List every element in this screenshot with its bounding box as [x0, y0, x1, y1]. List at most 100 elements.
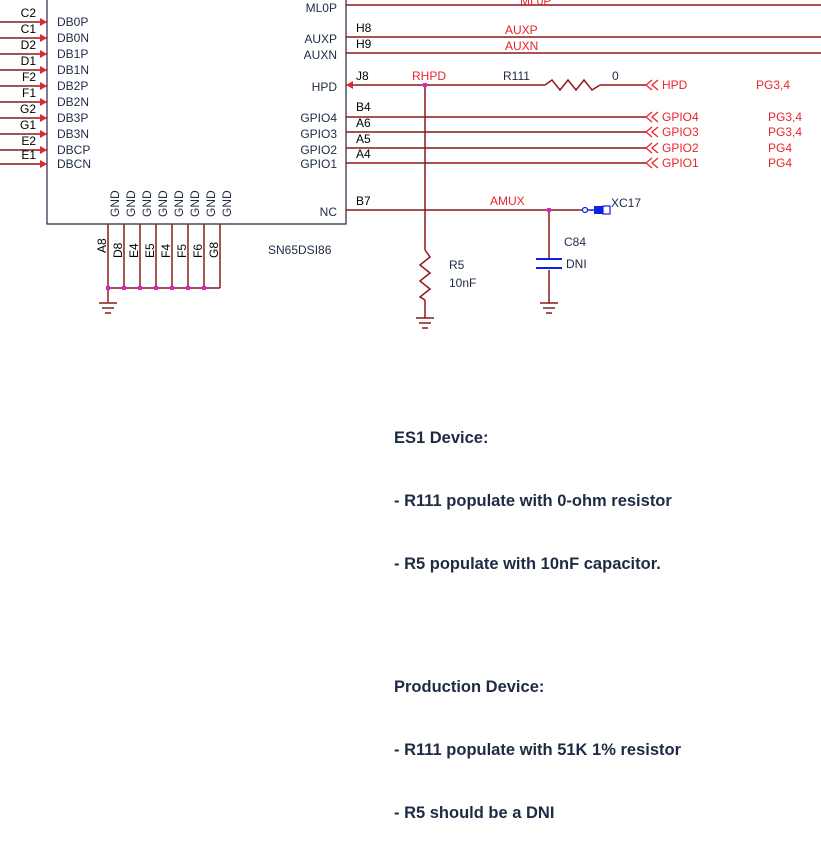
r5-value: 10nF: [449, 276, 476, 290]
ball-label: D2: [21, 38, 37, 52]
net-label-ml0: ML0P: [520, 0, 551, 8]
pin-name: DB3N: [57, 127, 89, 141]
ball-label: C2: [21, 6, 37, 20]
offpage-label-gpio3: GPIO3: [662, 125, 699, 139]
amux-junction-dot: [547, 208, 551, 212]
gnd-pin-name: GND: [140, 190, 154, 217]
rhpd-junction-dot: [423, 83, 427, 87]
pin-name: HPD: [312, 80, 338, 94]
page-ref-gpio3: PG3,4: [768, 125, 802, 139]
chip-outline: [46, 0, 347, 225]
ball-label: G8: [207, 242, 221, 258]
ball-label: A6: [356, 116, 371, 130]
ball-label: D1: [21, 54, 37, 68]
offpage-label-gpio1: GPIO1: [662, 156, 699, 170]
pin-name: NC: [320, 205, 338, 219]
ball-label: E1: [21, 148, 36, 162]
offpage-label-gpio2: GPIO2: [662, 141, 699, 155]
offpage-label-gpio4: GPIO4: [662, 110, 699, 124]
note-production-title: Production Device:: [394, 678, 545, 696]
gnd-pin-name: GND: [124, 190, 138, 217]
ball-label: H8: [356, 21, 372, 35]
c84-value: DNI: [566, 257, 587, 271]
left-pin-wires: [0, 21, 47, 165]
pin-name: GPIO1: [300, 157, 337, 171]
ball-label: B4: [356, 100, 371, 114]
ball-label: F6: [191, 244, 205, 258]
right-ball-labels: H8 H9 J8 B4 A6 A5 A4 B7: [356, 21, 372, 208]
net-label-auxn: AUXN: [505, 39, 538, 53]
ground-symbol-chip: [99, 302, 117, 314]
left-ball-labels: C2 C1 D2 D1 F2 F1 G2 G1 E2 E1: [20, 6, 36, 162]
ball-label: E2: [21, 134, 36, 148]
right-wires: [346, 4, 821, 318]
pin-name: GPIO3: [300, 127, 337, 141]
page-ref-gpio4: PG3,4: [768, 110, 802, 124]
gnd-wires: [107, 224, 221, 302]
gnd-pin-name: GND: [220, 190, 234, 217]
pin-name: GPIO2: [300, 143, 337, 157]
offpage-label-hpd: HPD: [662, 78, 688, 92]
ball-label: E4: [127, 243, 141, 258]
page-ref-gpio1: PG4: [768, 156, 792, 170]
note-es1-line: - R111 populate with 0-ohm resistor: [394, 492, 672, 510]
ball-label: D8: [111, 242, 125, 258]
pin-name: DBCP: [57, 143, 90, 157]
c84-refdes: C84: [564, 235, 586, 249]
note-production-line: - R111 populate with 51K 1% resistor: [394, 741, 682, 759]
net-label-amux: AMUX: [490, 194, 525, 208]
gnd-ball-labels: A8 D8 E4 E5 F4 F5 F6 G8: [95, 238, 221, 258]
ball-label: A5: [356, 132, 371, 146]
net-label-rhpd: RHPD: [412, 69, 446, 83]
pin-name: AUXP: [304, 32, 337, 46]
pin-name: DB2N: [57, 95, 89, 109]
r5-resistor: [418, 249, 432, 301]
ball-label: C1: [21, 22, 37, 36]
r111-refdes: R111: [503, 69, 530, 83]
schematic: C2 C1 D2 D1 F2 F1 G2 G1 E2 E1 DB0P DB0N …: [0, 0, 821, 329]
ground-symbol-c84: [540, 302, 558, 314]
note-production-line: - R5 should be a DNI: [394, 804, 555, 822]
pin-name: DB0N: [57, 31, 89, 45]
pin-name: DB2P: [57, 79, 88, 93]
pin-name: DBCN: [57, 157, 91, 171]
right-pin-names: ML0P AUXP AUXN HPD GPIO4 GPIO3 GPIO2 GPI…: [300, 1, 337, 219]
ball-label: G2: [20, 102, 36, 116]
ball-label: F5: [175, 244, 189, 258]
ball-label: E5: [143, 243, 157, 258]
ball-label: H9: [356, 37, 372, 51]
note-spacer: [394, 617, 681, 635]
pin-name: AUXN: [304, 48, 337, 62]
design-notes: ES1 Device: - R111 populate with 0-ohm r…: [394, 386, 681, 845]
offpage-connectors: [644, 79, 659, 169]
gnd-pin-name: GND: [108, 190, 122, 217]
pin-name: DB1P: [57, 47, 88, 61]
ball-label: G1: [20, 118, 36, 132]
chip-name: SN65DSI86: [268, 243, 332, 257]
pin-name: DB0P: [57, 15, 88, 29]
ball-label: B7: [356, 194, 371, 208]
r111-value: 0: [612, 69, 619, 83]
c84-capacitor: [536, 258, 562, 269]
gnd-pin-name: GND: [188, 190, 202, 217]
ball-label: J8: [356, 69, 369, 83]
gnd-pin-name: GND: [172, 190, 186, 217]
xc17-refdes: XC17: [611, 196, 641, 210]
left-pin-names: DB0P DB0N DB1P DB1N DB2P DB2N DB3P DB3N …: [57, 15, 91, 171]
page-ref-hpd: PG3,4: [756, 78, 790, 92]
pin-name: GPIO4: [300, 111, 337, 125]
ball-label: F2: [22, 70, 36, 84]
left-pin-arrows: [40, 18, 47, 168]
pin-name: DB1N: [57, 63, 89, 77]
page-ref-gpio2: PG4: [768, 141, 792, 155]
ball-label: A8: [95, 238, 109, 253]
ball-label: F1: [22, 86, 36, 100]
gnd-junction-dots: [106, 286, 206, 290]
net-label-auxp: AUXP: [505, 23, 538, 37]
r111-resistor: [544, 78, 601, 92]
ground-symbol-r5: [416, 317, 434, 329]
gnd-pin-name: GND: [204, 190, 218, 217]
gnd-pin-names: GND GND GND GND GND GND GND GND: [108, 190, 234, 217]
hpd-input-arrow: [346, 81, 353, 89]
ball-label: A4: [356, 147, 371, 161]
